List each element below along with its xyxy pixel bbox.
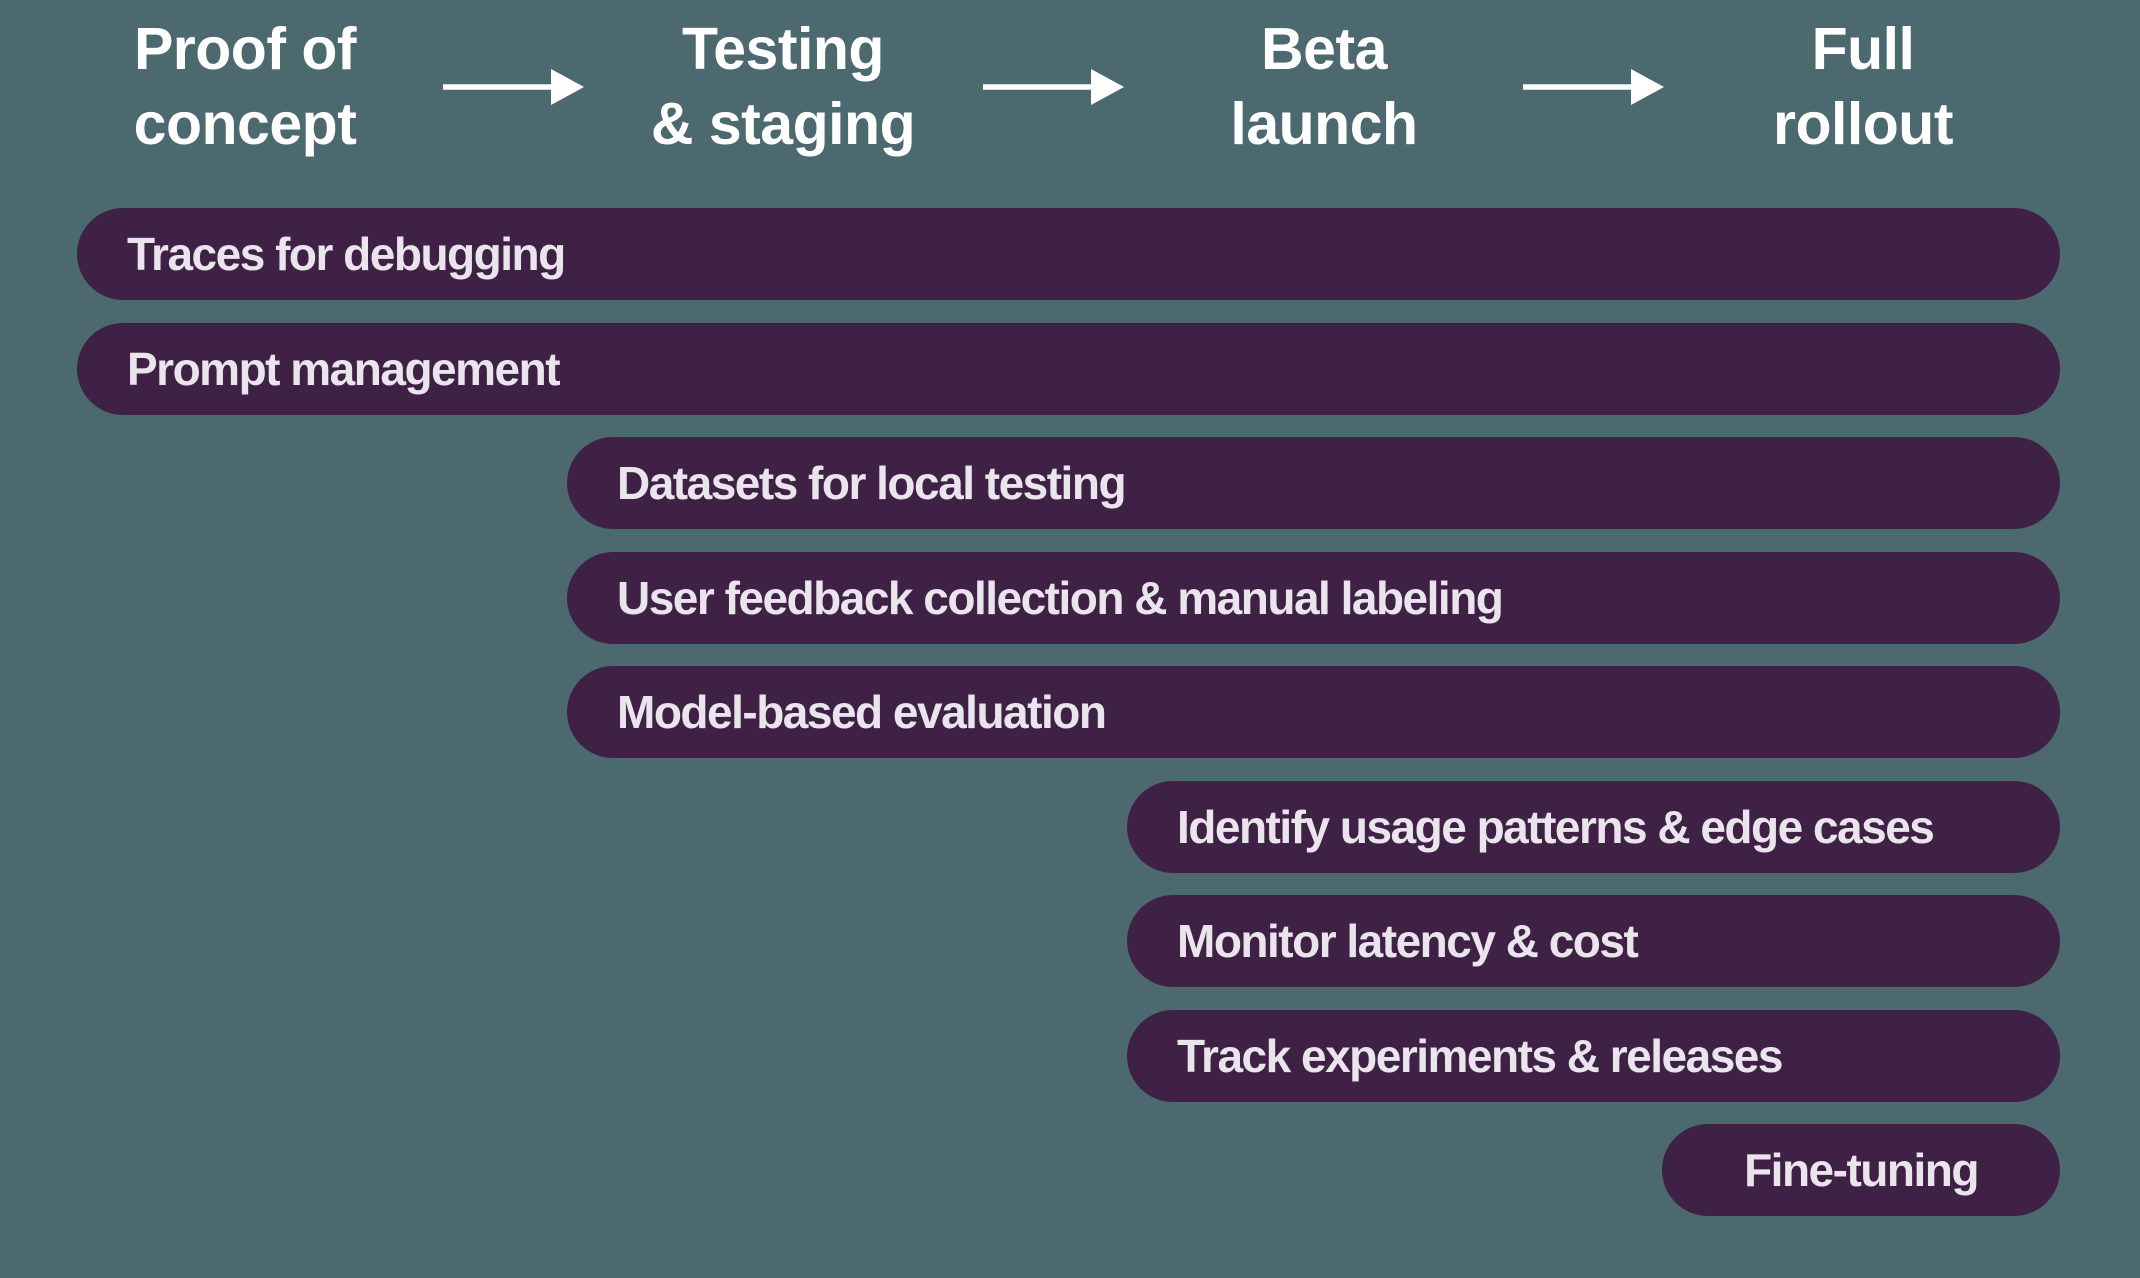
- stage-label-line: Testing: [682, 16, 884, 82]
- bar-label: Fine-tuning: [1744, 1144, 1979, 1196]
- bar-datasets-for-local-testing: Datasets for local testing: [567, 437, 2060, 529]
- stage-label-full-rollout: Full rollout: [1643, 12, 2083, 162]
- bar-traces-for-debugging: Traces for debugging: [77, 208, 2060, 300]
- bar-label: Prompt management: [127, 343, 561, 395]
- bar-label: Datasets for local testing: [617, 457, 1127, 509]
- stage-label-line: Proof of: [133, 16, 357, 82]
- stage-label-testing-staging: Testing & staging: [563, 12, 1003, 162]
- bar-identify-usage-patterns-edge-cases: Identify usage patterns & edge cases: [1127, 781, 2060, 873]
- stage-label-line: rollout: [1772, 91, 1954, 157]
- bar-model-based-evaluation: Model-based evaluation: [567, 666, 2060, 758]
- bar-prompt-management: Prompt management: [77, 323, 2060, 415]
- bar-fine-tuning: Fine-tuning: [1662, 1124, 2060, 1216]
- bar-user-feedback-collection-manual-labeling: User feedback collection & manual labeli…: [567, 552, 2060, 644]
- bar-label: Monitor latency & cost: [1177, 915, 1639, 967]
- stage-label-line: Beta: [1261, 16, 1387, 82]
- bar-label: Track experiments & releases: [1177, 1030, 1783, 1082]
- bar-monitor-latency-cost: Monitor latency & cost: [1127, 895, 2060, 987]
- bar-label: Traces for debugging: [127, 228, 566, 280]
- right-arrow-icon: [1522, 69, 1664, 105]
- stage-label-line: launch: [1230, 91, 1418, 157]
- stage-label-proof-of-concept: Proof of concept: [25, 12, 465, 162]
- right-arrow-icon: [982, 69, 1124, 105]
- bar-track-experiments-releases: Track experiments & releases: [1127, 1010, 2060, 1102]
- right-arrow-icon: [443, 69, 584, 105]
- bar-label: Model-based evaluation: [617, 686, 1107, 738]
- bar-label: User feedback collection & manual labeli…: [617, 572, 1504, 624]
- stage-label-line: concept: [133, 91, 357, 157]
- stage-label-line: & staging: [650, 91, 916, 157]
- bar-label: Identify usage patterns & edge cases: [1177, 801, 1935, 853]
- stage-label-beta-launch: Beta launch: [1104, 12, 1544, 162]
- stage-label-line: Full: [1811, 16, 1915, 82]
